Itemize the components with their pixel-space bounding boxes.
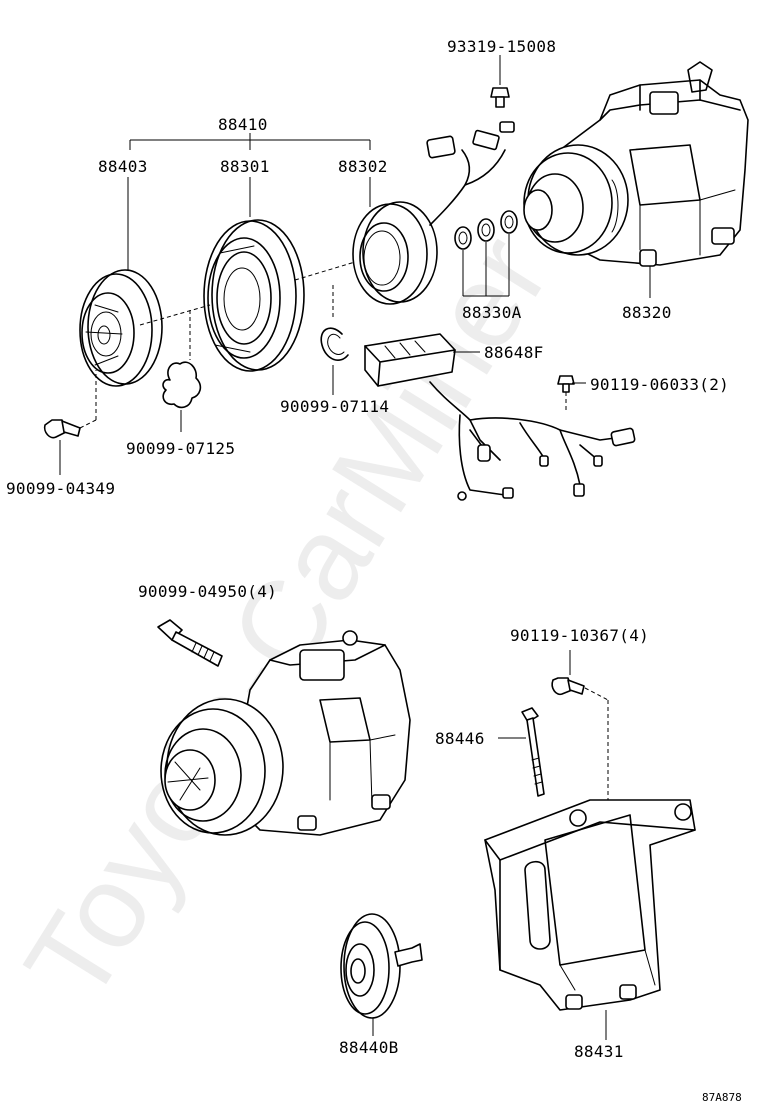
part-88403-pressure-plate[interactable] (79, 177, 163, 387)
part-90099-07125-shim[interactable] (162, 361, 202, 432)
label-90099-07114: 90099-07114 (280, 397, 389, 416)
part-90119-10367-bolt[interactable] (551, 650, 609, 800)
label-90099-04950: 90099-04950(4) (138, 582, 277, 601)
bracket-88410 (129, 133, 371, 150)
compressor-assembly-view (160, 630, 411, 836)
part-88440B-idler-pulley[interactable] (340, 913, 423, 1036)
part-88330A-shims[interactable] (454, 210, 518, 297)
part-90119-06033-bolt[interactable] (557, 375, 586, 412)
label-88431: 88431 (574, 1042, 624, 1061)
label-88410: 88410 (218, 115, 268, 134)
label-88440B: 88440B (339, 1038, 399, 1057)
label-93319-15008: 93319-15008 (447, 37, 556, 56)
label-88302: 88302 (338, 157, 388, 176)
label-90099-04349: 90099-04349 (6, 479, 115, 498)
figure-code: 87A878 (702, 1091, 742, 1104)
part-90099-04950-bolt[interactable] (157, 619, 223, 667)
label-88446: 88446 (435, 729, 485, 748)
label-88320: 88320 (622, 303, 672, 322)
part-88446-bolt[interactable] (498, 707, 545, 797)
part-88302-field-coil[interactable] (352, 121, 515, 305)
part-88301-pulley[interactable] (203, 177, 305, 372)
part-93319-bolt[interactable] (490, 55, 510, 108)
part-90099-04349-bolt[interactable] (43, 370, 97, 475)
label-88403: 88403 (98, 157, 148, 176)
label-88301: 88301 (220, 157, 270, 176)
label-90119-10367: 90119-10367(4) (510, 626, 649, 645)
alignment-lines-top (139, 261, 356, 360)
part-88431-bracket[interactable] (484, 799, 696, 1040)
part-88320-compressor[interactable] (523, 61, 749, 298)
part-90099-07114-snap-ring[interactable] (320, 285, 349, 395)
part-88648F-amplifier[interactable] (364, 333, 636, 501)
label-88330A: 88330A (462, 303, 522, 322)
label-90099-07125: 90099-07125 (126, 439, 235, 458)
label-88648F: 88648F (484, 343, 544, 362)
label-90119-06033: 90119-06033(2) (590, 375, 729, 394)
